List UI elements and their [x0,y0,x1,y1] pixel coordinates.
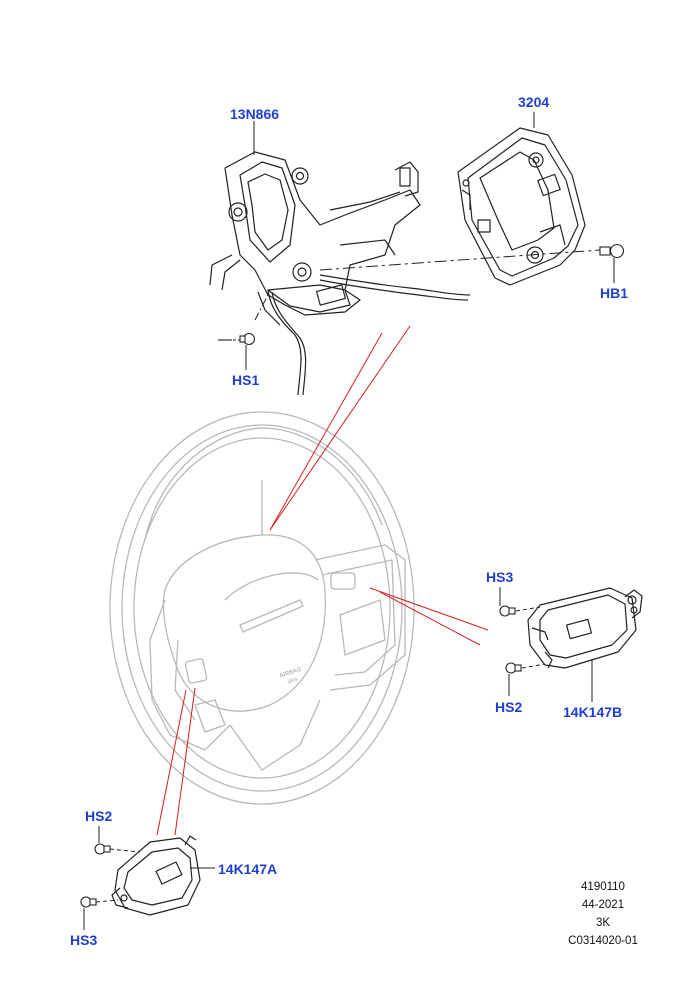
callout-14k147b: 14K147B [563,704,623,720]
bolt-hb1-icon [599,243,625,259]
switch-right-pointer [369,587,489,646]
reference-illustration-id: C0314020-01 [568,935,638,947]
reference-code: 3K [595,917,611,929]
callout-3204: 3204 [518,94,550,110]
screw-hs1-icon [218,332,256,346]
hs1-centreline [254,294,269,321]
clockspring-pointer [269,325,411,531]
switch-left-pointer [156,687,196,836]
callout-hs2-right: HS2 [495,699,523,715]
callout-hs1: HS1 [232,372,260,388]
right-switch-leaders [499,587,593,702]
screw-hs2-right-icon [505,662,522,674]
switch-pack-left [111,835,201,916]
callout-14k147a: 14K147A [218,861,278,877]
clockspring-assembly [209,151,471,396]
left-switch-leaders [83,826,215,930]
screw-hs3-left-icon [80,896,97,908]
reference-number: 4190110 [581,881,625,893]
callout-hs2-left: HS2 [85,808,113,824]
callout-hs3-right: HS3 [486,569,514,585]
reference-date: 44-2021 [581,899,625,911]
callout-13n866: 13N866 [230,106,280,122]
switch-pack-right [527,587,643,669]
screw-hs2-left-icon [94,843,111,855]
callout-hb1: HB1 [600,285,629,301]
screw-hs3-right-icon [499,605,516,617]
drawing-reference-block: 4190110 44-2021 3K C0314020-01 [540,878,666,950]
steering-wheel [109,411,415,805]
steering-column-cover [457,127,586,286]
cover-centreline [319,249,601,271]
svg-text:SRS: SRS [287,676,299,685]
callout-hs3-left: HS3 [70,932,98,948]
